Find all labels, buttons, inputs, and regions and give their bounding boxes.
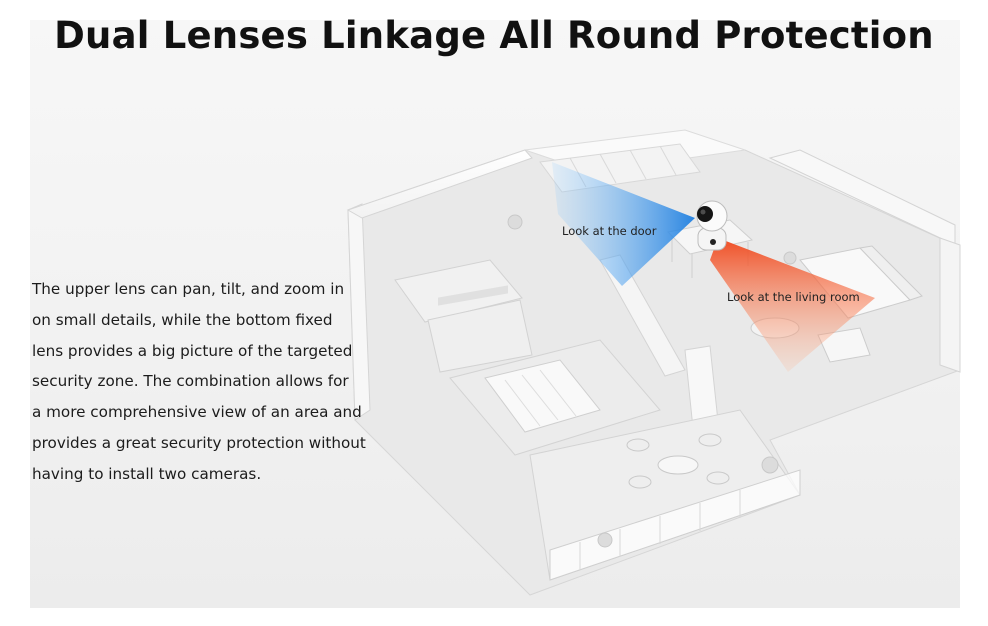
description-line: security zone. The combination allows fo… (32, 372, 349, 391)
upper-lens-view-beam (552, 162, 695, 286)
balcony-table (657, 455, 699, 475)
dual-lens-camera-icon (696, 200, 728, 251)
bed (484, 359, 601, 433)
feature-description: The upper lens can pan, tilt, and zoom i… (32, 274, 366, 490)
plant-icons (507, 214, 797, 548)
living-room-view-callout: Look at the living room (727, 290, 860, 304)
description-line: The upper lens can pan, tilt, and zoom i… (32, 280, 345, 298)
sofa-back (858, 245, 923, 301)
balcony-railing-bars (579, 490, 741, 570)
apartment-floorplan-illustration (346, 129, 961, 596)
closet-shelf (438, 285, 508, 306)
bottom-lens-view-beam (710, 238, 875, 372)
description-line: on small details, while the bottom fixed (32, 310, 333, 329)
door-view-callout: Look at the door (562, 224, 657, 238)
living-back-wall (768, 149, 956, 246)
description-line: provides a great security protection wit… (32, 433, 366, 452)
description-line: lens provides a big picture of the targe… (32, 341, 353, 360)
left-top-wall (346, 149, 533, 219)
description-line: a more comprehensive view of an area and (32, 403, 362, 422)
page-title: Dual Lenses Linkage All Round Protection (54, 14, 934, 57)
bathroom-room (394, 259, 523, 323)
living-right-wall (939, 237, 961, 373)
balcony-chairs (626, 433, 730, 489)
armchair (817, 327, 871, 363)
bed-sheet-folds (504, 369, 577, 427)
closet-room (427, 299, 533, 373)
description-line: having to install two cameras. (32, 464, 262, 483)
balcony-railing (549, 469, 801, 581)
left-outer-wall (347, 203, 371, 421)
